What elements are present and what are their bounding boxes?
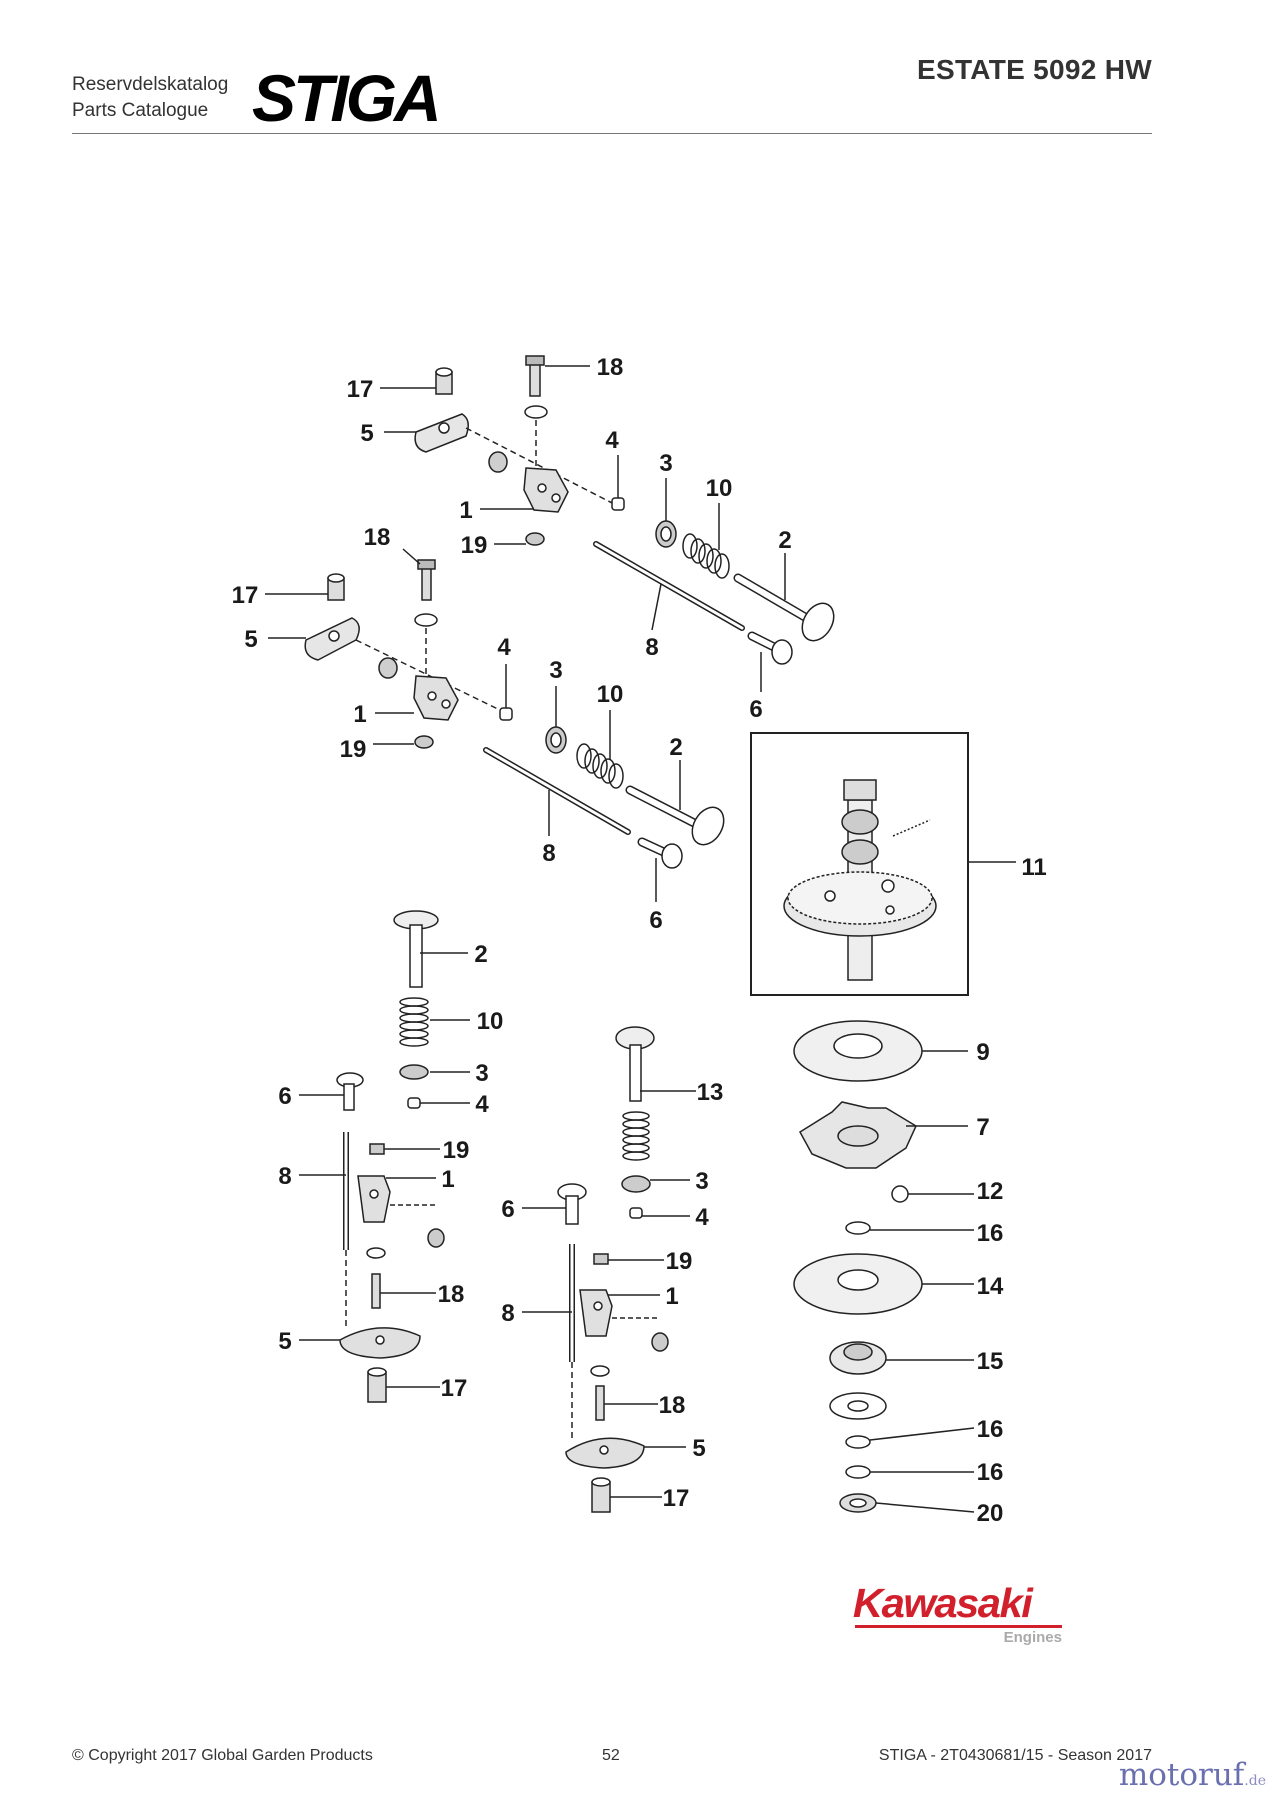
- part-callout-7: 7: [976, 1114, 989, 1141]
- part-callout-18: 18: [364, 524, 391, 551]
- part-callout-9: 9: [976, 1039, 989, 1066]
- catalog-label-english: Parts Catalogue: [72, 100, 209, 121]
- part-callout-18: 18: [438, 1281, 465, 1308]
- part-callout-6: 6: [278, 1083, 291, 1110]
- footer-copyright: © Copyright 2017 Global Garden Products: [72, 1747, 373, 1764]
- part-callout-4: 4: [695, 1204, 709, 1231]
- part-callout-17: 17: [232, 582, 259, 609]
- part-callout-19: 19: [443, 1137, 470, 1164]
- part-callout-4: 4: [605, 427, 619, 454]
- part-callout-4: 4: [497, 634, 511, 661]
- part-callout-3: 3: [659, 450, 672, 477]
- part-callout-15: 15: [977, 1348, 1004, 1375]
- part-callout-17: 17: [347, 376, 374, 403]
- part-callout-8: 8: [542, 840, 555, 867]
- part-callout-10: 10: [477, 1008, 504, 1035]
- part-callout-20: 20: [977, 1500, 1004, 1527]
- kawasaki-logo-text: Kawasaki: [852, 1580, 1033, 1626]
- bolt-part: [524, 355, 548, 419]
- part-callout-5: 5: [244, 626, 257, 653]
- governor-parts-stack: [793, 1020, 975, 1513]
- part-callout-13: 13: [697, 1079, 724, 1106]
- kawasaki-logo-underline: [855, 1625, 1062, 1628]
- part-callout-18: 18: [659, 1392, 686, 1419]
- part-callout-1: 1: [665, 1283, 678, 1310]
- part-callout-6: 6: [749, 696, 762, 723]
- model-title: ESTATE 5092 HW: [917, 54, 1152, 85]
- stiga-logo: STIGA: [252, 61, 472, 135]
- watermark-name: motoruf: [1118, 1757, 1245, 1793]
- part-callout-16: 16: [977, 1459, 1004, 1486]
- pivot-part: [435, 367, 453, 395]
- part-callout-5: 5: [360, 420, 373, 447]
- part-callout-4: 4: [475, 1091, 489, 1118]
- part-callout-19: 19: [340, 736, 367, 763]
- part-callout-17: 17: [663, 1485, 690, 1512]
- part-callout-16: 16: [977, 1416, 1004, 1443]
- stiga-logo-text: STIGA: [252, 64, 439, 126]
- part-callout-12: 12: [977, 1178, 1004, 1205]
- part-callout-16: 16: [977, 1220, 1004, 1247]
- part-callout-17: 17: [441, 1375, 468, 1402]
- cap-part: [611, 497, 625, 511]
- part-callout-8: 8: [501, 1300, 514, 1327]
- kawasaki-logo: Kawasaki Engines: [852, 1580, 1062, 1646]
- part-callout-5: 5: [278, 1328, 291, 1355]
- header-divider: [72, 133, 1152, 134]
- part-callout-2: 2: [778, 527, 791, 554]
- kawasaki-engines-label: Engines: [1003, 1629, 1062, 1646]
- part-callout-10: 10: [597, 681, 624, 708]
- catalog-label-swedish: Reservdelskatalog: [72, 74, 229, 95]
- part-callout-10: 10: [706, 475, 733, 502]
- part-callout-3: 3: [695, 1168, 708, 1195]
- part-callout-19: 19: [461, 532, 488, 559]
- part-callout-1: 1: [353, 701, 366, 728]
- part-callout-5: 5: [692, 1435, 705, 1462]
- part-callout-1: 1: [459, 497, 472, 524]
- catalog-label: Reservdelskatalog Parts Catalogue: [72, 72, 228, 124]
- footer-page-number: 52: [602, 1747, 620, 1764]
- part-callout-6: 6: [501, 1196, 514, 1223]
- motoruf-watermark: motoruf.de: [1119, 1757, 1266, 1793]
- spring-part: [682, 533, 730, 579]
- part-callout-11: 11: [1021, 854, 1046, 881]
- part-callout-19: 19: [666, 1248, 693, 1275]
- footer-catalog-ref: STIGA - 2T0430681/15 - Season 2017: [878, 1747, 1152, 1764]
- part-callout-8: 8: [645, 634, 658, 661]
- part-callout-2: 2: [669, 734, 682, 761]
- nut-part: [525, 532, 545, 546]
- part-callout-6: 6: [649, 907, 662, 934]
- part-callout-14: 14: [977, 1273, 1004, 1300]
- watermark-tld: .de: [1244, 1773, 1266, 1789]
- part-callout-3: 3: [475, 1060, 488, 1087]
- camshaft-part: [783, 779, 937, 981]
- part-callout-2: 2: [474, 941, 487, 968]
- part-callout-3: 3: [549, 657, 562, 684]
- part-callout-1: 1: [441, 1166, 454, 1193]
- part-callout-18: 18: [597, 354, 624, 381]
- part-callout-8: 8: [278, 1163, 291, 1190]
